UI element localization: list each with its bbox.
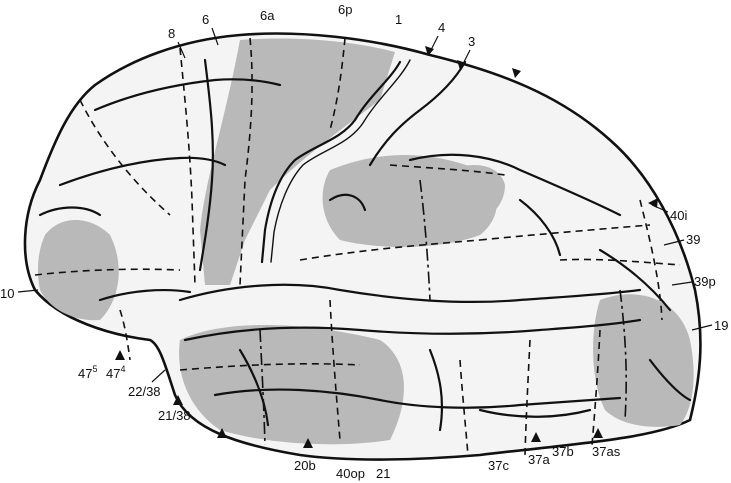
shaded-region-occipital xyxy=(593,294,694,427)
label-8: 8 xyxy=(168,26,175,41)
label-4: 4 xyxy=(438,20,445,35)
label-47-4: 474 xyxy=(106,364,125,381)
area-boundary-temporal-3 xyxy=(459,359,469,456)
leader-39 xyxy=(663,239,685,246)
label-21-38: 21/38 xyxy=(158,408,191,423)
label-6a: 6a xyxy=(260,8,275,23)
area-boundary-frontal-2 xyxy=(34,268,181,276)
temporal-fold-2 xyxy=(428,348,444,432)
area-boundary-frontal-1 xyxy=(79,99,171,216)
label-6: 6 xyxy=(202,12,209,27)
area-boundary-temporal-1 xyxy=(179,363,361,371)
arrow-20b xyxy=(303,438,313,448)
arrow-4 xyxy=(425,46,434,56)
leader-19 xyxy=(691,324,713,331)
frontal-gyrus-fold-1 xyxy=(38,206,102,217)
label-10: 10 xyxy=(0,286,14,301)
area-boundary-temporal-6 xyxy=(259,329,266,446)
frontal-gyrus-fold-2 xyxy=(98,288,192,302)
label-37b: 37b xyxy=(552,444,574,459)
area-boundary-6a-6p xyxy=(239,37,253,286)
label-21: 21 xyxy=(376,466,390,481)
shaded-region-supramarginal xyxy=(448,165,505,222)
label-37as: 37as xyxy=(592,444,621,459)
label-37c: 37c xyxy=(488,458,509,473)
inferior-frontal-sulcus xyxy=(58,156,227,187)
parietal-fold-1 xyxy=(328,193,367,212)
occipital-sulcus xyxy=(598,248,672,312)
area-boundary-8-6 xyxy=(179,47,196,286)
label-1: 1 xyxy=(395,12,402,27)
label-40op: 40op xyxy=(336,466,365,481)
superior-temporal-sulcus xyxy=(183,318,642,342)
area-boundary-temporal-2 xyxy=(329,299,341,441)
postcentral-sulcus xyxy=(368,60,467,167)
arrow-37as xyxy=(593,428,603,438)
label-19: 19 xyxy=(714,318,728,333)
central-sulcus xyxy=(260,60,402,264)
label-20b: 20b xyxy=(294,458,316,473)
area-boundary-parietal-3 xyxy=(479,224,651,241)
label-40i: 40i xyxy=(670,208,687,223)
central-sulcus-inner xyxy=(270,59,411,263)
leader-22-38 xyxy=(151,369,166,383)
area-boundary-temporal-4 xyxy=(524,339,531,456)
temporal-fold-1 xyxy=(238,348,270,427)
label-39: 39 xyxy=(686,232,700,247)
area-boundary-occipital-1 xyxy=(639,199,663,321)
area-boundary-6p-4 xyxy=(329,37,346,131)
label-47-5: 475 xyxy=(78,364,97,381)
arrow-top-right xyxy=(512,68,521,78)
shaded-region-prefrontal xyxy=(37,220,119,321)
precentral-sulcus xyxy=(198,58,214,272)
superior-frontal-sulcus xyxy=(93,78,282,112)
area-boundary-parietal-1 xyxy=(389,164,506,176)
arrow-3 xyxy=(457,60,466,70)
leader-10 xyxy=(17,289,39,293)
area-boundary-temporal-5 xyxy=(591,329,601,446)
arrow-40i xyxy=(648,198,658,208)
temporal-fold-3 xyxy=(478,408,592,418)
label-39p: 39p xyxy=(694,274,716,289)
shaded-region-6a xyxy=(200,38,395,285)
sylvian-fissure xyxy=(178,283,642,304)
label-37a: 37a xyxy=(528,452,550,467)
occipital-fold-1 xyxy=(648,358,692,402)
inferior-temporal-sulcus xyxy=(213,388,622,409)
arrow-47-4 xyxy=(115,350,125,360)
area-boundary-39-39p xyxy=(559,258,681,266)
area-boundary-parietal-2 xyxy=(299,239,481,261)
area-boundary-frontal-3 xyxy=(119,309,131,361)
arrow-37a xyxy=(531,432,541,442)
arrow-bottom-1 xyxy=(217,428,227,438)
angular-sulcus xyxy=(518,198,562,257)
shaded-region-temporal xyxy=(179,325,404,445)
leader-39p xyxy=(671,281,693,286)
label-6p: 6p xyxy=(338,2,352,17)
arrow-21-38 xyxy=(173,395,183,405)
intraparietal-sulcus xyxy=(408,153,622,217)
label-3: 3 xyxy=(468,34,475,49)
leader-6 xyxy=(211,27,219,46)
label-22-38: 22/38 xyxy=(128,384,161,399)
leader-8 xyxy=(177,41,186,59)
